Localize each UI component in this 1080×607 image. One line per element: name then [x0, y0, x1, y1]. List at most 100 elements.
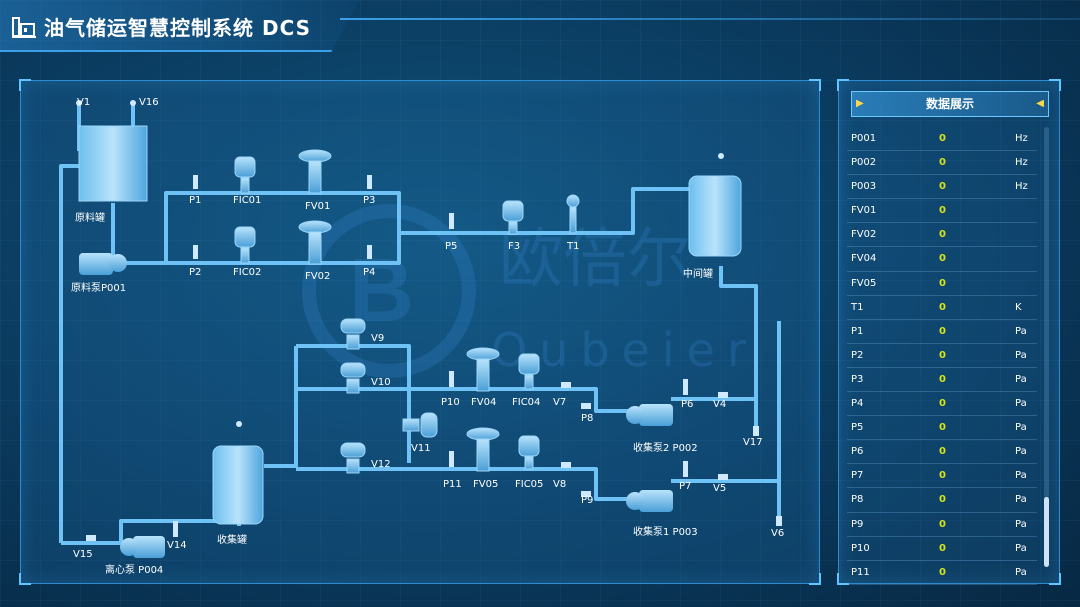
- data-row-value: 0: [939, 446, 946, 458]
- data-row-unit: Pa: [1015, 518, 1027, 530]
- data-row-unit: Hz: [1015, 181, 1028, 193]
- factory-icon: [12, 17, 36, 38]
- data-row-name: P7: [851, 470, 864, 482]
- data-row-name: FV02: [851, 229, 877, 241]
- label-fv04: FV04: [471, 397, 497, 408]
- data-row-name: P5: [851, 422, 864, 434]
- data-row-name: P4: [851, 398, 864, 410]
- page-title: 油气储运智慧控制系统 DCS: [44, 16, 312, 40]
- data-row: P4 0 Pa: [847, 392, 1037, 417]
- label-raw-pump: 原料泵P001: [71, 283, 127, 294]
- data-row-unit: Pa: [1015, 494, 1027, 506]
- valve-v10[interactable]: [340, 362, 366, 394]
- label-p9: P9: [581, 495, 594, 506]
- data-row: FV02 0: [847, 223, 1037, 248]
- control-valve-fv01[interactable]: [298, 149, 332, 194]
- label-p2: P2: [189, 267, 202, 278]
- flow-meter-fic01[interactable]: [234, 156, 256, 194]
- data-row-value: 0: [939, 229, 946, 241]
- label-p5: P5: [445, 241, 458, 252]
- data-row-unit: K: [1015, 301, 1022, 313]
- label-t1: T1: [567, 241, 580, 252]
- collect-pump-2-p002[interactable]: [626, 404, 673, 426]
- label-f3: F3: [508, 241, 521, 252]
- data-scrollbar[interactable]: [1044, 127, 1049, 567]
- data-row-value: 0: [939, 422, 946, 434]
- data-row-value: 0: [939, 470, 946, 482]
- intermediate-tank[interactable]: [688, 175, 742, 257]
- temperature-sensor-t1[interactable]: [566, 194, 580, 234]
- label-v14: V14: [167, 540, 187, 551]
- data-row-unit: Pa: [1015, 566, 1027, 578]
- raw-material-tank[interactable]: [78, 125, 148, 202]
- data-row-name: FV01: [851, 205, 877, 217]
- label-v7: V7: [553, 397, 567, 408]
- raw-pump-p001[interactable]: [79, 253, 127, 275]
- data-row-unit: Pa: [1015, 349, 1027, 361]
- flow-meter-fic05[interactable]: [518, 435, 540, 470]
- label-fv05: FV05: [473, 479, 499, 490]
- label-collect-tank: 收集罐: [217, 535, 247, 546]
- data-row-value: 0: [939, 301, 946, 313]
- scrollbar-thumb[interactable]: [1044, 497, 1049, 567]
- collection-tank[interactable]: [212, 445, 264, 525]
- data-row-name: P003: [851, 181, 877, 193]
- label-v4: V4: [713, 399, 727, 410]
- control-valve-fv04[interactable]: [466, 347, 500, 392]
- data-row-unit: Pa: [1015, 446, 1027, 458]
- data-row-value: 0: [939, 398, 946, 410]
- control-valve-fv02[interactable]: [298, 220, 332, 265]
- label-v12: V12: [371, 459, 391, 470]
- instrument-markers: [76, 100, 782, 541]
- watermark-cn: 欧倍尔: [499, 223, 691, 297]
- data-row-value: 0: [939, 133, 946, 144]
- valve-v11[interactable]: [402, 412, 438, 438]
- data-row-name: T1: [851, 301, 864, 313]
- label-v6: V6: [771, 528, 785, 539]
- label-mid-tank: 中间罐: [683, 269, 713, 280]
- label-v1: V1: [77, 97, 91, 108]
- label-p3: P3: [363, 195, 376, 206]
- data-row-unit: Pa: [1015, 398, 1027, 410]
- valve-v12[interactable]: [340, 442, 366, 474]
- control-valve-fv05[interactable]: [466, 427, 500, 472]
- label-p6: P6: [681, 399, 694, 410]
- data-row-value: 0: [939, 566, 946, 578]
- data-row-value: 0: [939, 373, 946, 385]
- data-row-value: 0: [939, 181, 946, 193]
- data-row-name: FV04: [851, 253, 877, 265]
- data-row-name: P10: [851, 542, 870, 554]
- data-row-name: P1: [851, 325, 864, 337]
- label-p7: P7: [679, 481, 692, 492]
- flow-meter-fic02[interactable]: [234, 226, 256, 264]
- data-row-value: 0: [939, 157, 946, 169]
- data-row-name: FV05: [851, 277, 877, 289]
- label-v9: V9: [371, 333, 385, 344]
- data-row: T1 0 K: [847, 296, 1037, 320]
- data-row-unit: Pa: [1015, 470, 1027, 482]
- label-fic05: FIC05: [515, 479, 544, 490]
- flow-meter-f3[interactable]: [502, 200, 524, 235]
- flow-meter-fic04[interactable]: [518, 353, 540, 390]
- label-v15: V15: [73, 549, 93, 560]
- label-p11: P11: [443, 479, 462, 490]
- centrifugal-pump-p004[interactable]: [120, 536, 165, 558]
- data-row-value: 0: [939, 349, 946, 361]
- data-row-unit: Pa: [1015, 373, 1027, 385]
- valve-v9[interactable]: [340, 318, 366, 350]
- label-centrifugal-pump: 离心泵 P004: [105, 565, 164, 576]
- data-row-name: P002: [851, 157, 877, 169]
- label-p4: P4: [363, 267, 376, 278]
- collect-pump-1-p003[interactable]: [626, 490, 673, 512]
- data-row-unit: Pa: [1015, 325, 1027, 337]
- data-row-name: P3: [851, 373, 864, 385]
- title-bar: [0, 0, 360, 52]
- label-pump2: 收集泵2 P002: [633, 443, 698, 454]
- data-row: P003 0 Hz: [847, 175, 1037, 200]
